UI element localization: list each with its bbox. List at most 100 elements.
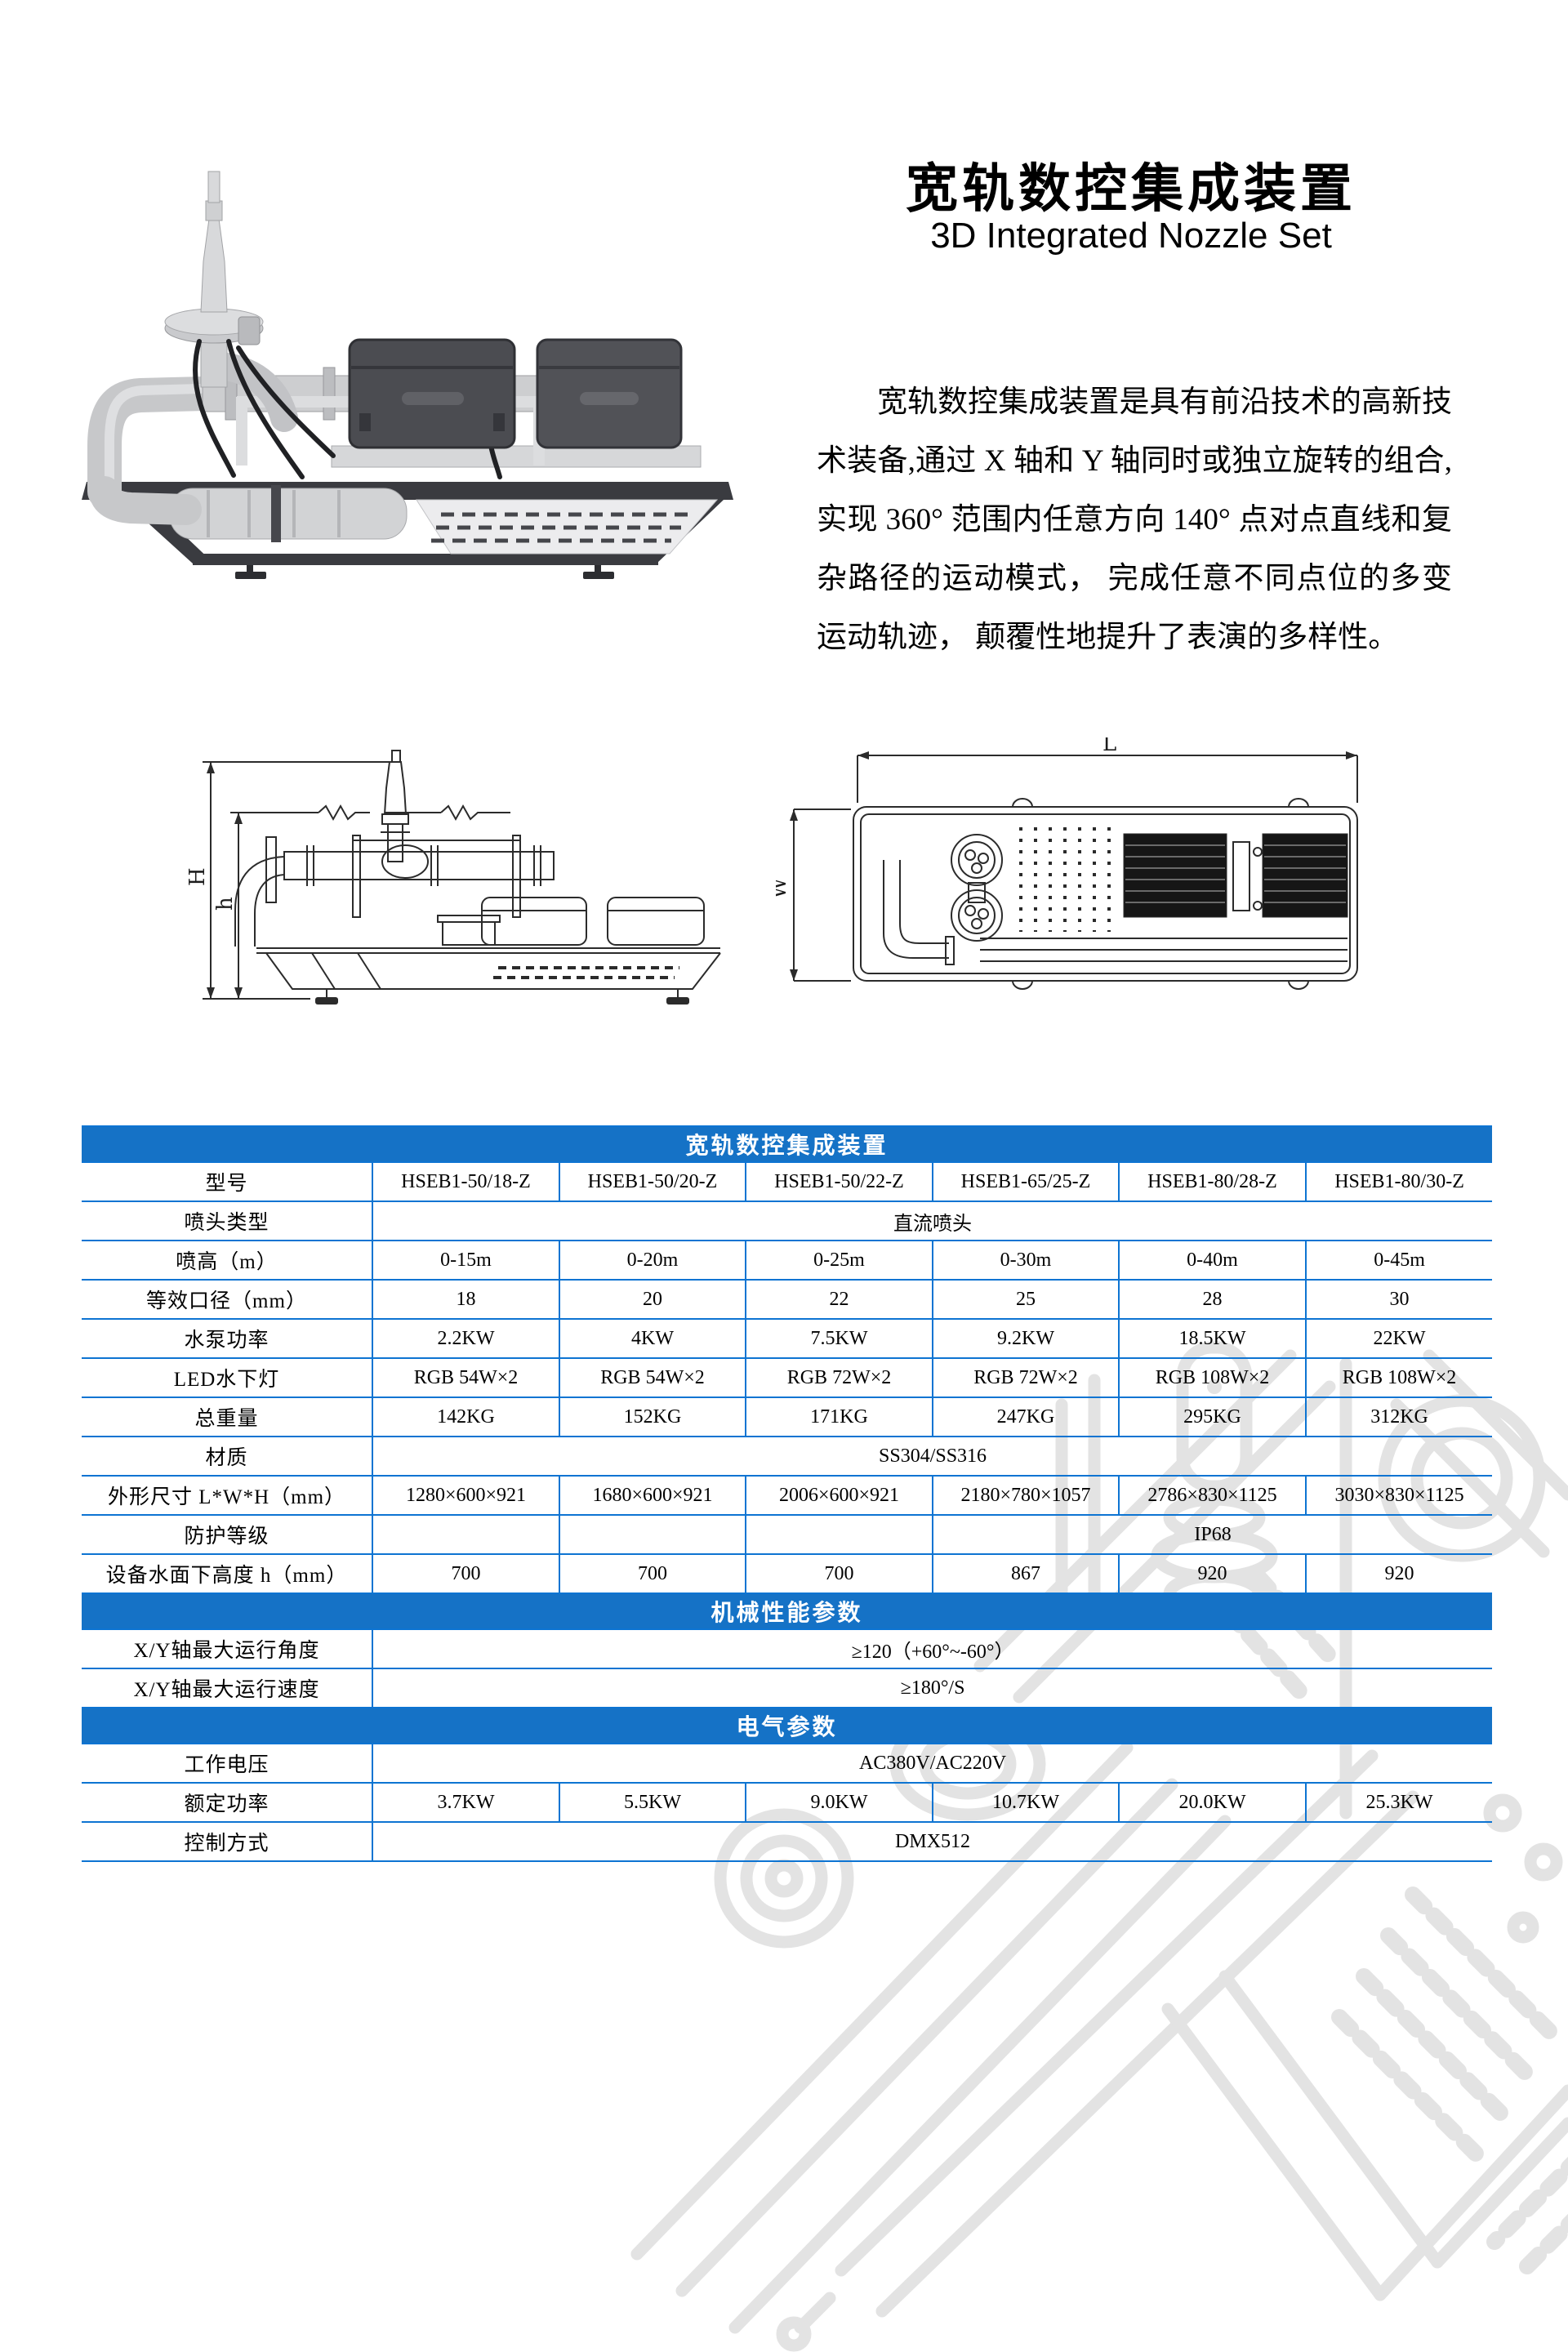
value-cell: 10.7KW	[932, 1782, 1120, 1823]
section-header: 宽轨数控集成装置	[82, 1125, 1493, 1163]
spec-row: 防护等级 IP68	[82, 1514, 1493, 1555]
value-cell: 700	[745, 1553, 933, 1594]
value-cell: 28	[1118, 1279, 1307, 1320]
value-cell: RGB 72W×2	[745, 1357, 933, 1398]
value-cell: 直流喷头	[371, 1200, 1493, 1241]
section-row: 宽轨数控集成装置	[82, 1125, 1493, 1163]
value-cell: 9.2KW	[932, 1318, 1120, 1359]
value-cell: HSEB1-50/22-Z	[745, 1161, 933, 1202]
value-cell: 920	[1304, 1553, 1493, 1594]
value-cell: 3030×830×1125	[1304, 1475, 1493, 1516]
value-cell: RGB 108W×2	[1304, 1357, 1493, 1398]
side-view-drawing: H h	[188, 750, 721, 1004]
value-cell: 247KG	[932, 1396, 1120, 1437]
spec-row: X/Y轴最大运行速度≥180°/S	[82, 1668, 1493, 1708]
value-cell: 867	[932, 1553, 1120, 1594]
value-cell: HSEB1-80/30-Z	[1304, 1161, 1493, 1202]
value-cell: 9.0KW	[745, 1782, 933, 1823]
speaker-box-1	[1123, 833, 1227, 918]
value-cell: HSEB1-65/25-Z	[932, 1161, 1120, 1202]
section-row: 机械性能参数	[82, 1592, 1493, 1630]
row-label: 控制方式	[82, 1821, 373, 1862]
equipment-case-1	[348, 338, 516, 449]
dim-label-L: L	[1102, 737, 1116, 756]
dim-label-W: W	[776, 877, 791, 899]
value-cell: 171KG	[745, 1396, 933, 1437]
dim-label-H: H	[188, 867, 210, 886]
value-cell: 2180×780×1057	[932, 1475, 1120, 1516]
value-cell	[372, 1514, 560, 1555]
row-label: 总重量	[82, 1396, 373, 1437]
value-cell: 25.3KW	[1304, 1782, 1493, 1823]
value-cell: SS304/SS316	[371, 1436, 1493, 1477]
dim-label-h: h	[213, 897, 238, 911]
row-label: 材质	[82, 1436, 373, 1477]
spec-row: 喷头类型直流喷头	[82, 1200, 1493, 1241]
top-view-drawing: L W	[776, 737, 1358, 990]
inlet-pipe	[87, 376, 221, 525]
page-subtitle: 3D Integrated Nozzle Set	[930, 216, 1332, 256]
row-label: 等效口径（mm）	[82, 1279, 373, 1320]
value-cell: IP68	[931, 1514, 1493, 1555]
pump-body	[169, 485, 408, 542]
value-cell	[559, 1514, 746, 1555]
value-cell: 18	[372, 1279, 560, 1320]
value-cell: ≥120（+60°~-60°）	[371, 1628, 1493, 1669]
value-cell: HSEB1-80/28-Z	[1118, 1161, 1307, 1202]
value-cell: HSEB1-50/20-Z	[559, 1161, 746, 1202]
row-label: LED水下灯	[82, 1357, 373, 1398]
value-cell: 0-40m	[1118, 1240, 1307, 1281]
row-label: 型号	[82, 1161, 373, 1202]
value-cell: 0-25m	[745, 1240, 933, 1281]
equipment-case-2	[536, 338, 683, 449]
value-cell: 3.7KW	[372, 1782, 560, 1823]
section-row: 电气参数	[82, 1707, 1493, 1744]
row-label: X/Y轴最大运行角度	[82, 1628, 373, 1669]
row-label: 喷头类型	[82, 1200, 373, 1241]
row-label: 防护等级	[82, 1514, 373, 1555]
value-cell: 700	[372, 1553, 560, 1594]
value-cell: ≥180°/S	[371, 1668, 1493, 1708]
row-label: 水泵功率	[82, 1318, 373, 1359]
value-cell: 7.5KW	[745, 1318, 933, 1359]
section-header: 机械性能参数	[82, 1592, 1493, 1630]
value-cell: RGB 54W×2	[372, 1357, 560, 1398]
perforated-panel	[416, 499, 719, 555]
value-cell: 0-15m	[372, 1240, 560, 1281]
value-cell: 2.2KW	[372, 1318, 560, 1359]
value-cell: 20.0KW	[1118, 1782, 1307, 1823]
value-cell: RGB 72W×2	[932, 1357, 1120, 1398]
value-cell: 2006×600×921	[745, 1475, 933, 1516]
value-cell: 1680×600×921	[559, 1475, 746, 1516]
value-cell: 700	[559, 1553, 746, 1594]
row-label: 额定功率	[82, 1782, 373, 1823]
value-cell: 4KW	[559, 1318, 746, 1359]
value-cell	[745, 1514, 933, 1555]
value-cell: 920	[1118, 1553, 1307, 1594]
nozzle-assembly	[164, 171, 264, 388]
deck-plate	[331, 445, 702, 468]
speaker-box-2	[1262, 833, 1348, 918]
value-cell: 25	[932, 1279, 1120, 1320]
value-cell: RGB 108W×2	[1118, 1357, 1307, 1398]
value-cell: 295KG	[1118, 1396, 1307, 1437]
row-label: 设备水面下高度 h（mm）	[82, 1553, 373, 1594]
value-cell: 0-45m	[1304, 1240, 1493, 1281]
value-cell: 0-30m	[932, 1240, 1120, 1281]
page-title: 宽轨数控集成装置	[906, 159, 1356, 218]
spec-row: X/Y轴最大运行角度≥120（+60°~-60°）	[82, 1628, 1493, 1669]
product-photo	[82, 171, 733, 579]
value-cell: 5.5KW	[559, 1782, 746, 1823]
